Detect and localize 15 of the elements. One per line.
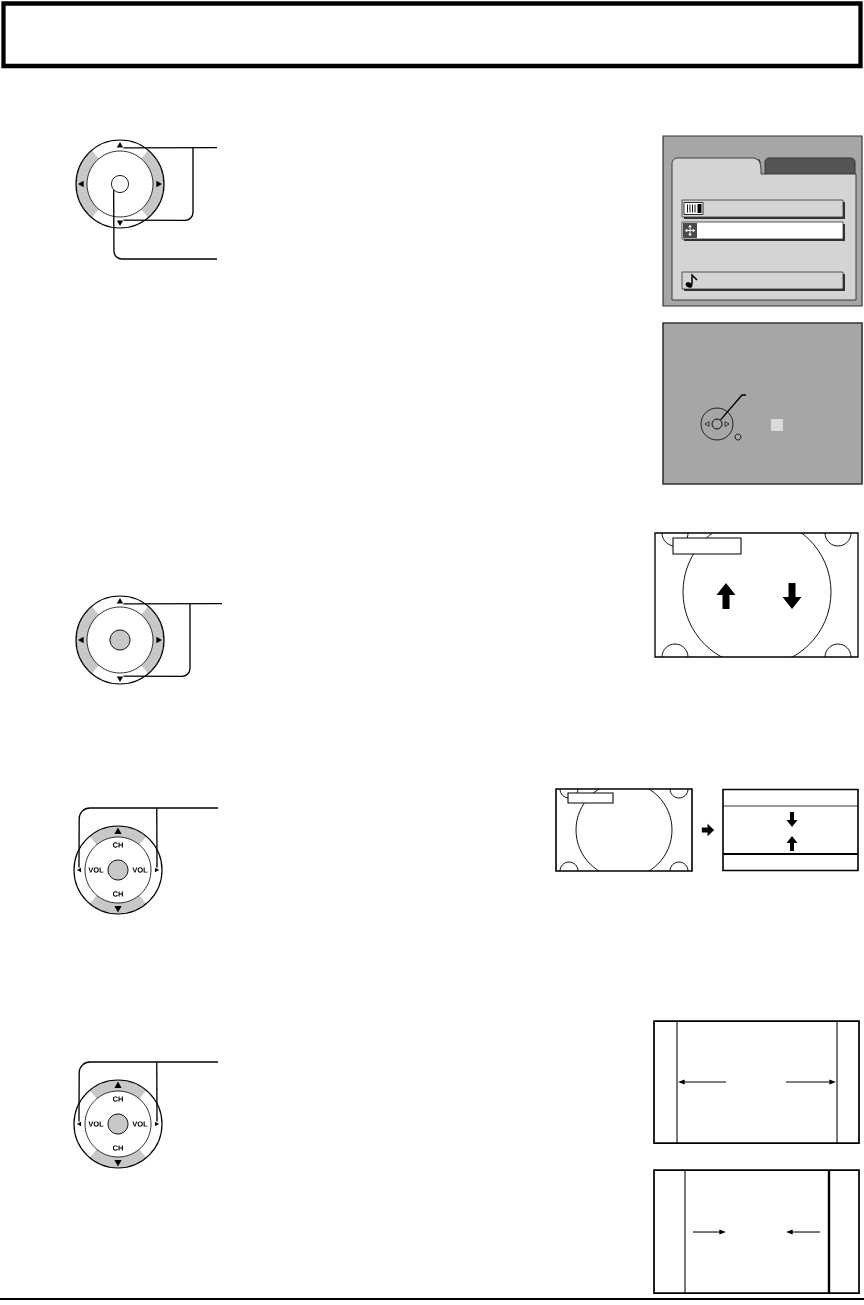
leader-line	[122, 602, 223, 678]
tv-screen-drawing	[722, 788, 859, 872]
arrow-mark	[116, 598, 124, 604]
leader-line	[719, 394, 747, 421]
leader-line	[113, 189, 218, 260]
leader-line	[122, 146, 218, 222]
arrow-mark	[116, 142, 124, 148]
center-button	[111, 175, 129, 193]
arrow-mark	[116, 676, 124, 682]
arrow-mark	[154, 1121, 160, 1127]
tv-screen-drawing	[555, 788, 693, 872]
arrow-mark	[76, 1121, 82, 1127]
arrow-mark	[116, 220, 124, 226]
arrow-mark	[154, 867, 160, 873]
arrow-mark	[76, 867, 82, 873]
